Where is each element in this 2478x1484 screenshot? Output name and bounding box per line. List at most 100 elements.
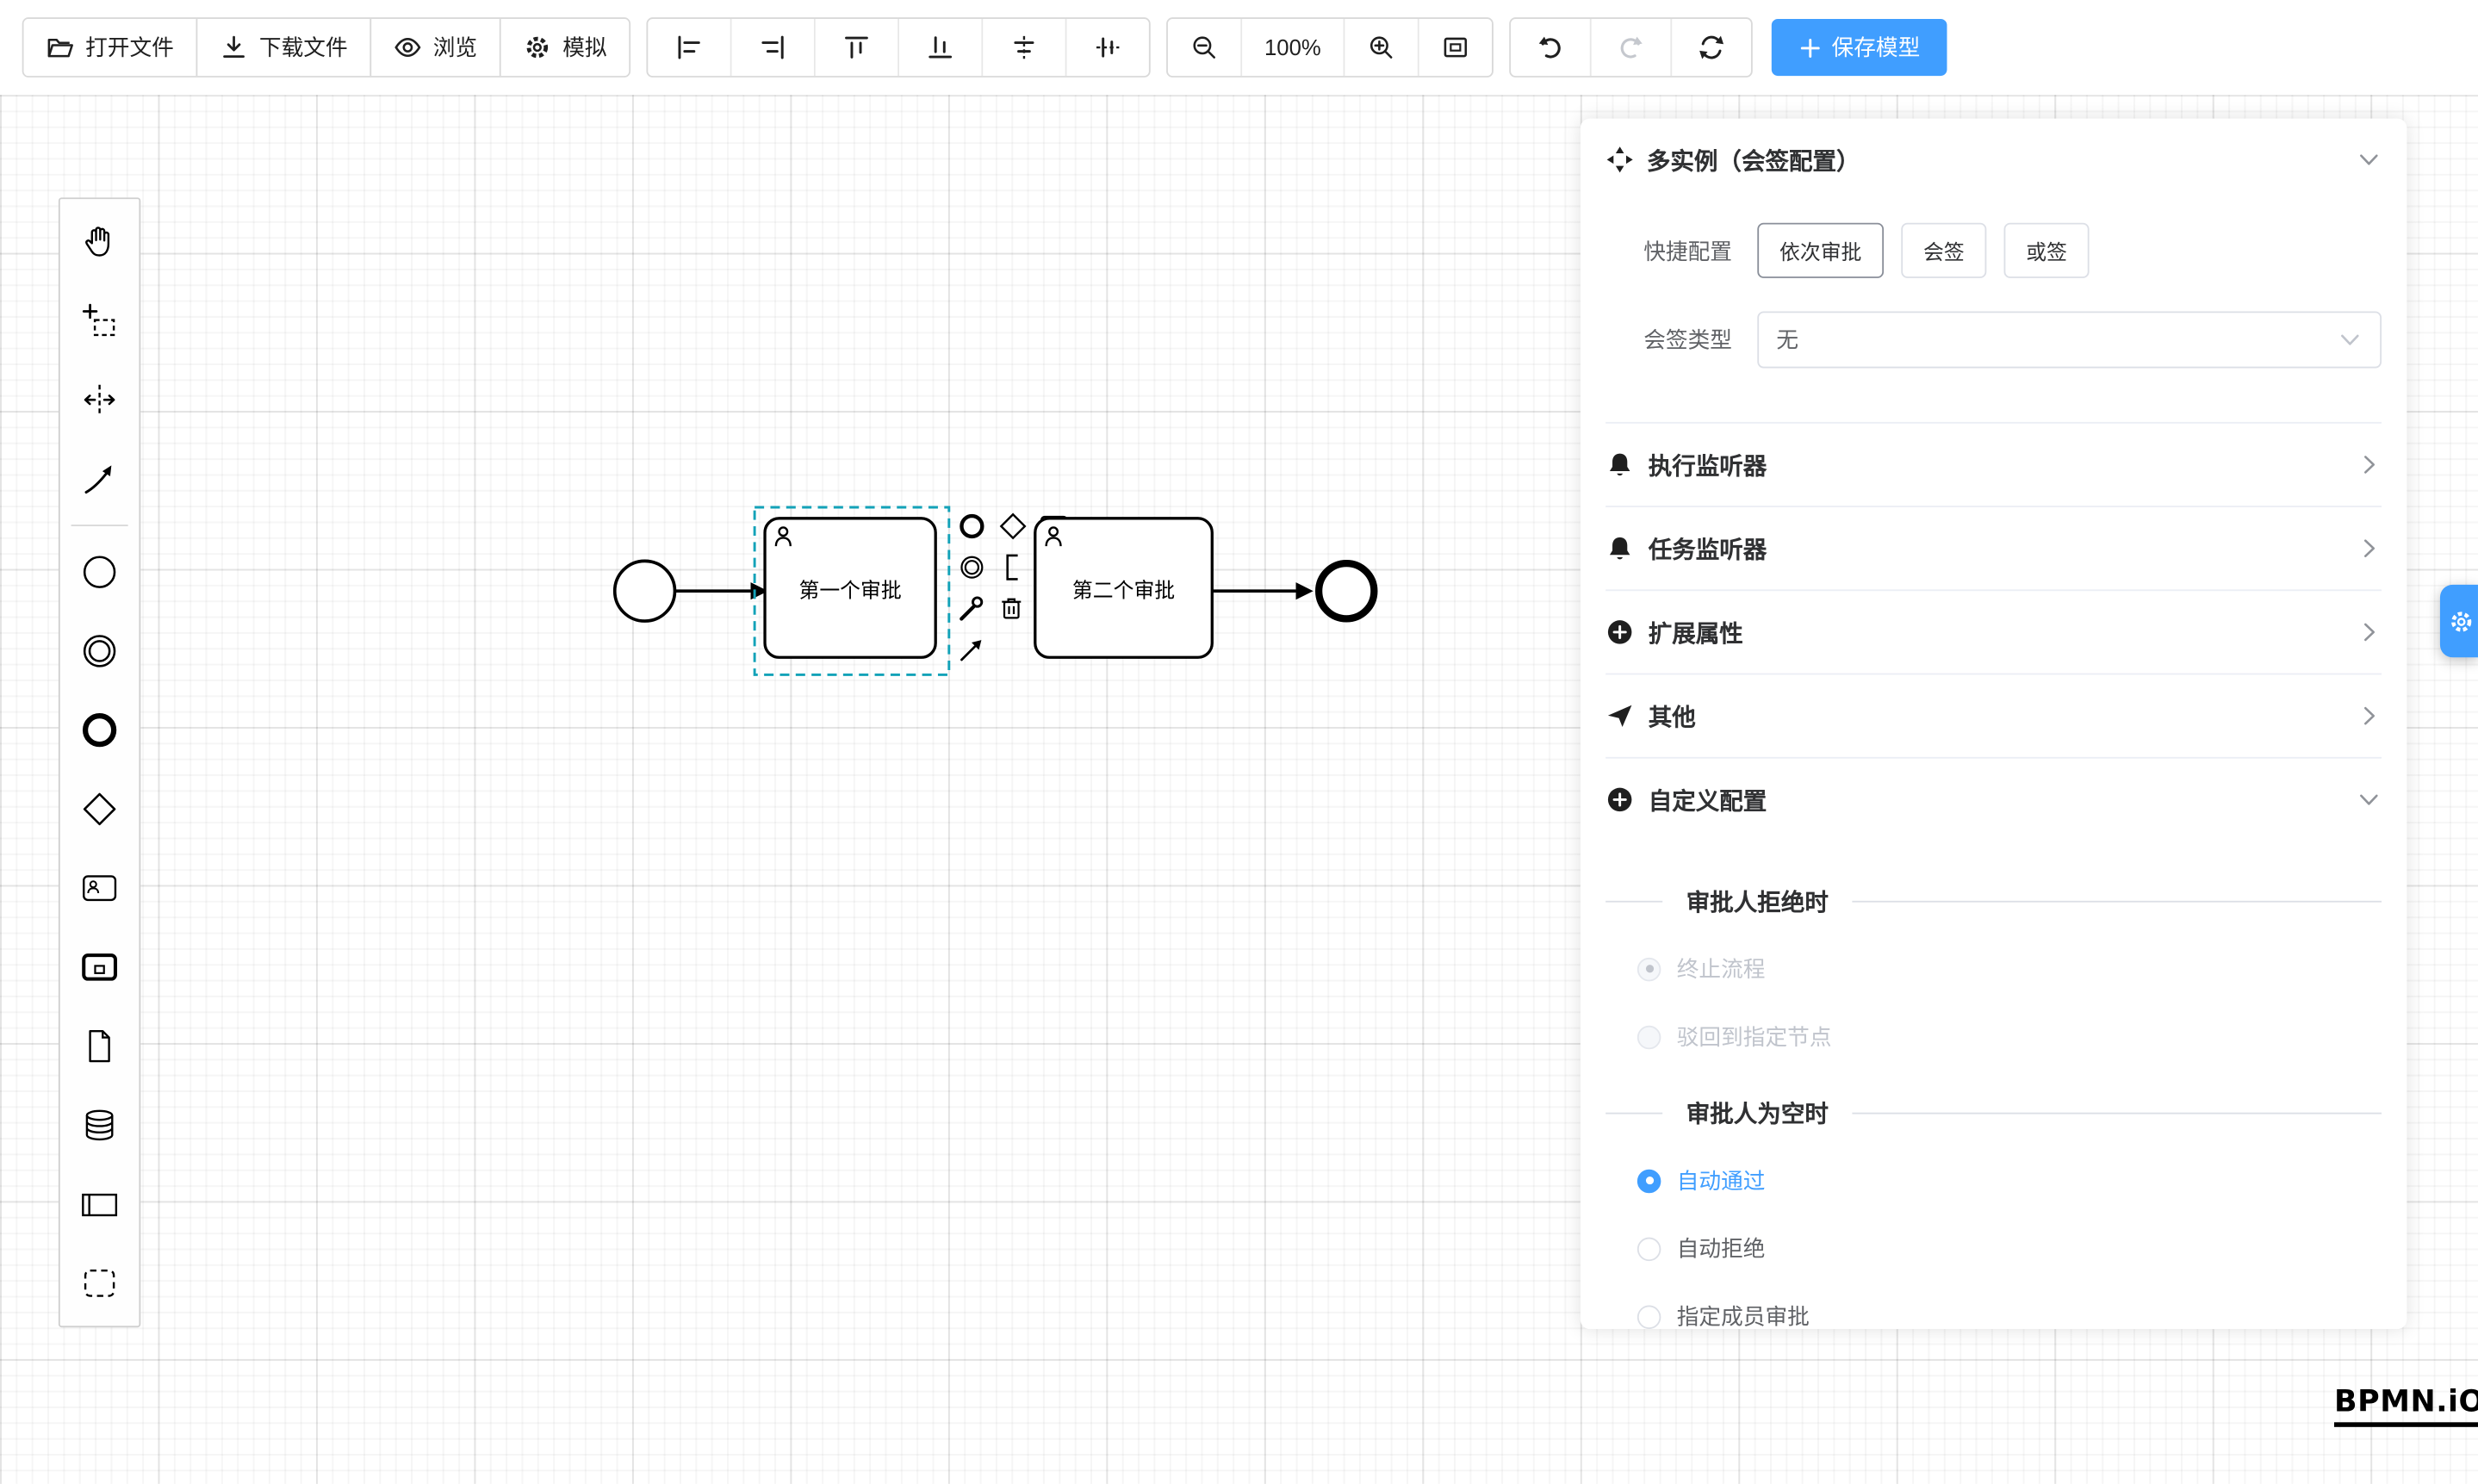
chevron-right-icon (2363, 706, 2376, 725)
undo-button[interactable] (1511, 19, 1590, 76)
restart-button[interactable] (1670, 19, 1751, 77)
palette-group[interactable] (60, 1244, 140, 1323)
quick-config-label: 快捷配置 (1643, 238, 1732, 264)
chevron-right-icon (2363, 456, 2376, 474)
zoom-level: 100% (1240, 19, 1343, 77)
zoom-out-button[interactable] (1168, 19, 1240, 76)
call-activity-icon (82, 953, 117, 981)
palette (58, 197, 141, 1328)
append-end-event[interactable] (960, 513, 984, 539)
user-task-icon (83, 875, 117, 902)
global-connect-tool[interactable] (60, 439, 140, 518)
sign-type-select[interactable]: 无 (1757, 311, 2382, 369)
panel-header-multi-instance[interactable]: 多实例（会签配置） (1605, 119, 2382, 201)
palette-data-object[interactable] (60, 1007, 140, 1086)
task1-shape[interactable]: 第一个审批 (763, 517, 937, 659)
radio-icon (1636, 1236, 1661, 1261)
append-intermediate-event[interactable] (960, 556, 984, 579)
global-connect-icon (84, 465, 112, 494)
section-execution-listener[interactable]: 执行监听器 (1605, 421, 2382, 506)
sequence-flow-2[interactable] (1212, 582, 1314, 600)
palette-user-task[interactable] (60, 848, 140, 928)
radio-assign-member[interactable]: 指定成员审批 (1636, 1301, 2382, 1330)
preview-label: 浏览 (432, 34, 478, 60)
align-top-button[interactable] (813, 19, 897, 77)
section-other[interactable]: 其他 (1605, 673, 2382, 757)
multi-instance-icon (1606, 146, 1633, 173)
align-bottom-button[interactable] (897, 19, 981, 77)
zoom-button-group: 100% (1166, 17, 1494, 78)
save-model-button[interactable]: 保存模型 (1771, 19, 1947, 77)
append-gateway[interactable] (999, 512, 1027, 540)
redo-button[interactable] (1589, 19, 1671, 77)
eye-icon (394, 38, 421, 58)
palette-participant-pool[interactable] (60, 1164, 140, 1244)
connect-tool[interactable] (960, 640, 982, 661)
group-icon (84, 1269, 115, 1297)
radio-label: 指定成员审批 (1676, 1303, 1810, 1330)
section-custom-config[interactable]: 自定义配置 (1605, 756, 2382, 841)
align-left-icon (678, 35, 700, 59)
palette-end-event[interactable] (60, 691, 140, 770)
align-middle-vertical-icon (1096, 37, 1120, 58)
hand-tool[interactable] (60, 202, 140, 282)
open-file-button[interactable]: 打开文件 (23, 19, 196, 77)
section-task-listener[interactable]: 任务监听器 (1605, 506, 2382, 589)
chevron-down-icon (2360, 154, 2378, 165)
end-event-icon (82, 713, 117, 748)
preview-button[interactable]: 浏览 (370, 19, 500, 77)
bpmn-diagram: 第一个审批 第二个审批 (612, 506, 1378, 676)
task2-shape[interactable]: 第二个审批 (1034, 517, 1214, 659)
simulate-label: 模拟 (562, 34, 607, 60)
simulate-button[interactable]: 模拟 (499, 19, 630, 77)
delete-trash[interactable] (1002, 598, 1022, 619)
radio-auto-reject[interactable]: 自动拒绝 (1636, 1233, 2382, 1264)
replace-wrench[interactable] (960, 596, 984, 621)
chevron-right-icon (2363, 539, 2376, 557)
section-title: 执行监听器 (1648, 452, 1767, 480)
radio-label: 驳回到指定节点 (1676, 1023, 1832, 1050)
plus-icon (1800, 38, 1820, 57)
panel-title: 多实例（会签配置） (1646, 147, 1860, 175)
radio-auto-pass[interactable]: 自动通过 (1636, 1164, 2382, 1196)
palette-data-store[interactable] (60, 1086, 140, 1165)
sign-type-row: 会签类型 无 (1605, 311, 2382, 369)
align-right-button[interactable] (730, 19, 814, 77)
lasso-tool[interactable] (60, 282, 140, 361)
palette-start-event[interactable] (60, 532, 140, 612)
fit-viewport-button[interactable] (1417, 19, 1492, 77)
quick-option-sequential[interactable]: 依次审批 (1757, 222, 1885, 278)
task2-label: 第二个审批 (1072, 580, 1175, 603)
bpmn-io-logo[interactable]: BPMN.iO (2333, 1384, 2478, 1427)
palette-intermediate-event[interactable] (60, 612, 140, 691)
align-center-horizontal-button[interactable] (981, 19, 1065, 77)
radio-return-to-node: 驳回到指定节点 (1636, 1021, 2382, 1052)
append-text-annotation[interactable] (1006, 554, 1018, 581)
save-model-label: 保存模型 (1831, 34, 1921, 60)
space-tool[interactable] (60, 360, 140, 439)
section-title: 任务监听器 (1648, 536, 1767, 564)
zoom-in-button[interactable] (1343, 19, 1418, 77)
palette-gateway[interactable] (60, 770, 140, 849)
lasso-tool-icon (82, 303, 115, 337)
data-object-icon (89, 1030, 110, 1063)
end-event-shape[interactable] (1315, 559, 1378, 623)
palette-call-activity[interactable] (60, 928, 140, 1007)
undo-icon (1538, 36, 1561, 59)
align-middle-vertical-button[interactable] (1065, 19, 1149, 77)
gear-icon (526, 36, 549, 59)
start-event-shape[interactable] (612, 559, 677, 623)
chevron-down-icon (2341, 334, 2359, 345)
quick-option-orsign[interactable]: 或签 (2003, 222, 2090, 278)
download-file-button[interactable]: 下载文件 (196, 19, 370, 77)
settings-drawer-toggle[interactable] (2439, 584, 2478, 658)
section-extended-properties[interactable]: 扩展属性 (1605, 589, 2382, 673)
open-file-label: 打开文件 (85, 34, 174, 60)
bpmn-canvas[interactable]: 第一个审批 第二个审批 (0, 95, 2478, 1484)
align-left-button[interactable] (648, 19, 730, 76)
bell-icon (1609, 453, 1630, 476)
quick-option-countersign[interactable]: 会签 (1901, 222, 1987, 278)
download-icon (223, 35, 245, 59)
bell-icon (1609, 537, 1630, 560)
space-tool-icon (84, 384, 115, 415)
